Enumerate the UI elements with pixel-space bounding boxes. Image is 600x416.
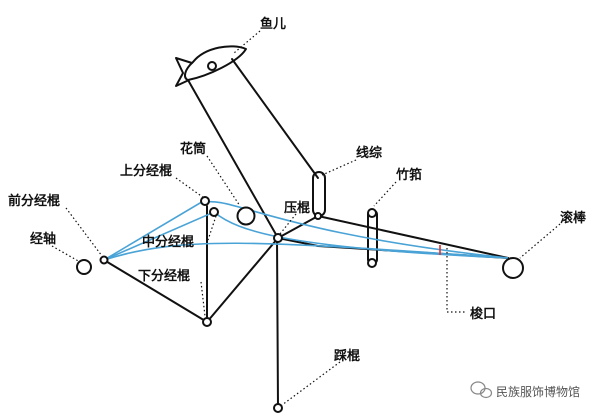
label-zhujia: 竹筘 bbox=[395, 167, 422, 183]
leader-zhongfenjinggun bbox=[207, 215, 217, 241]
watermark-text: 民族服饰博物馆 bbox=[496, 384, 580, 399]
treadle-node bbox=[273, 403, 283, 413]
upper-rod-node bbox=[200, 196, 210, 206]
watermark: 民族服饰博物馆 bbox=[470, 381, 580, 399]
label-huatong: 花筒 bbox=[180, 141, 206, 157]
label-shangfenjinggun: 上分经棍 bbox=[120, 163, 172, 179]
heddle-link bbox=[277, 215, 319, 239]
label-xiafenjinggun: 下分经棍 bbox=[138, 268, 190, 284]
warp-lower bbox=[103, 242, 509, 261]
cloth-roller-node bbox=[502, 257, 524, 279]
leader-jingzhou bbox=[51, 245, 81, 263]
suspension-arm-right bbox=[231, 58, 319, 179]
label-caigun: 踩棍 bbox=[334, 348, 360, 364]
label-xianzong: 线综 bbox=[356, 145, 382, 161]
leader-shangfenjinggun bbox=[175, 177, 205, 199]
leader-caigun bbox=[281, 361, 341, 406]
label-zhongfenjinggun: 中分经棍 bbox=[142, 234, 194, 250]
lower-rod-node bbox=[202, 317, 212, 327]
lower-warp-frame bbox=[103, 259, 208, 323]
flower-tube-node bbox=[236, 206, 256, 226]
label-gunbang: 滚棒 bbox=[560, 210, 587, 226]
leader-suokou bbox=[446, 248, 466, 313]
label-qianfenjinggun: 前分经棍 bbox=[8, 193, 60, 209]
heddle-capsule bbox=[312, 171, 326, 217]
upper-frame-bar bbox=[317, 215, 509, 259]
label-jingzhou: 经轴 bbox=[30, 231, 56, 247]
leader-yagun bbox=[279, 213, 297, 235]
leader-qianfenjinggun bbox=[65, 207, 103, 257]
label-yuer: 鱼儿 bbox=[260, 16, 286, 32]
leader-xiafenjinggun bbox=[200, 281, 206, 317]
fish-icon bbox=[175, 45, 247, 87]
leader-gunbang bbox=[519, 223, 561, 259]
leader-zhujia bbox=[373, 181, 397, 207]
suspension-arm-left bbox=[187, 79, 279, 239]
wechat-icon bbox=[470, 381, 493, 399]
leader-xianzong bbox=[321, 159, 357, 176]
heddle-joint-node bbox=[314, 212, 322, 220]
warp-beam-node bbox=[76, 259, 92, 275]
leader-yuer bbox=[233, 30, 261, 54]
reed-capsule bbox=[367, 209, 378, 265]
front-rod-node bbox=[99, 255, 109, 265]
treadle-link bbox=[206, 237, 279, 323]
reed-bottom-node bbox=[367, 258, 377, 268]
middle-rod-node bbox=[209, 207, 219, 217]
vertical-post bbox=[276, 237, 279, 409]
reed-top-node bbox=[367, 208, 377, 218]
press-rod-node bbox=[273, 233, 283, 243]
label-suokou: 梭口 bbox=[470, 306, 496, 322]
label-yagun: 压棍 bbox=[284, 200, 310, 216]
